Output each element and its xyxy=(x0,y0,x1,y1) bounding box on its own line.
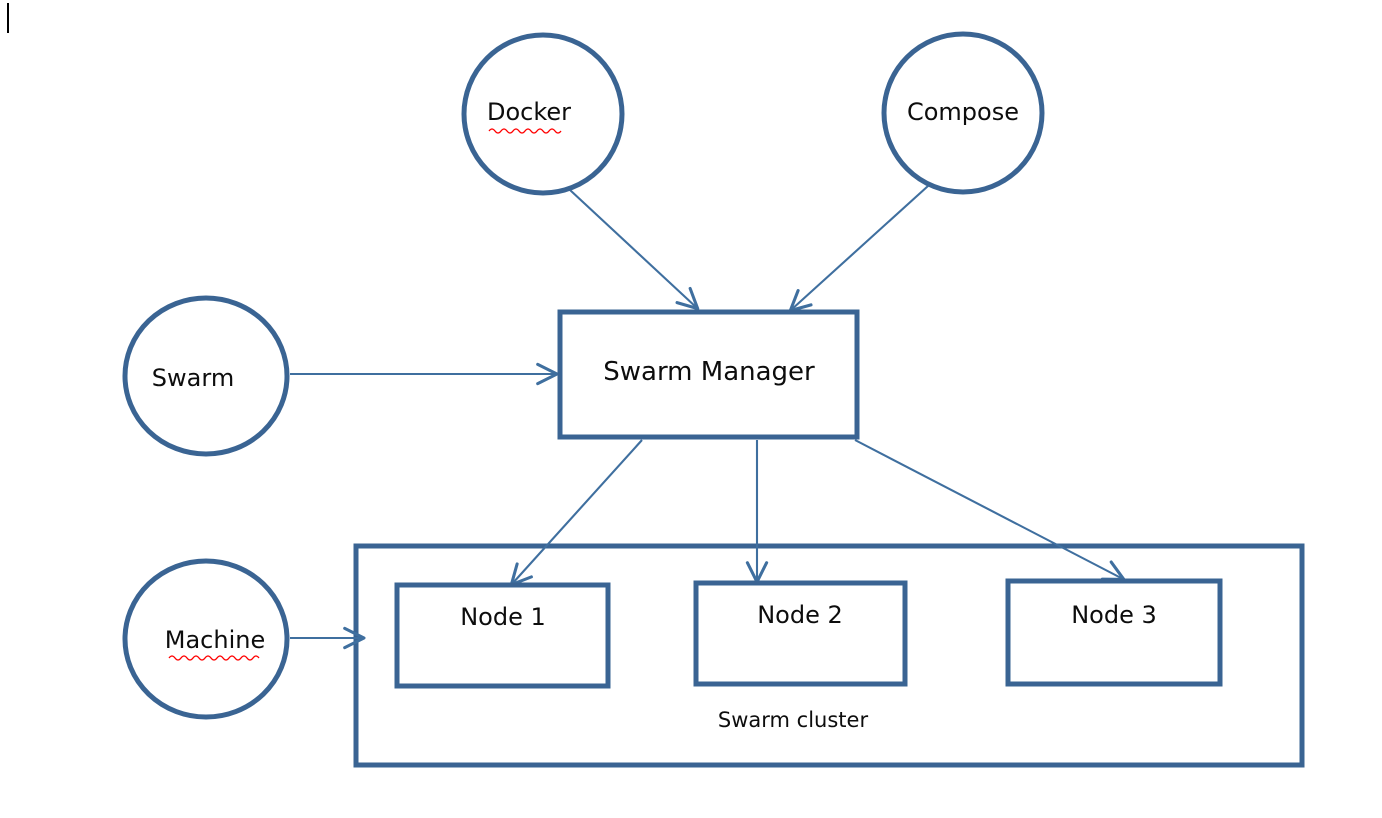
compose-circle-outline xyxy=(881,31,1045,195)
node-3-shape[interactable]: Node 3 xyxy=(1005,578,1223,687)
compose-label: Compose xyxy=(907,98,1019,126)
node-2-label: Node 2 xyxy=(757,601,843,629)
node-3-label: Node 3 xyxy=(1071,601,1157,629)
machine-spellcheck-underline xyxy=(168,655,260,661)
node-1-label: Node 1 xyxy=(460,603,546,631)
node-1-outline xyxy=(394,582,611,689)
node-1-shape[interactable]: Node 1 xyxy=(394,582,611,689)
node-3-outline xyxy=(1005,578,1223,687)
machine-circle-outline xyxy=(122,558,290,720)
machine-circle[interactable]: Machine xyxy=(122,558,290,720)
arrow-compose-to-swarm-manager[interactable] xyxy=(788,185,929,313)
swarm-cluster-label: Swarm cluster xyxy=(718,708,869,732)
compose-circle[interactable]: Compose xyxy=(881,31,1045,195)
docker-circle[interactable]: Docker xyxy=(461,32,625,196)
arrow-swarm-manager-to-node-3[interactable] xyxy=(854,439,1126,581)
swarm-manager-shape[interactable]: Swarm Manager xyxy=(557,309,860,440)
swarm-manager-label: Swarm Manager xyxy=(603,357,815,387)
swarm-circle[interactable]: Swarm xyxy=(122,295,290,457)
swarm-manager-outline xyxy=(557,309,860,440)
docker-spellcheck-underline xyxy=(488,128,562,134)
node-2-outline xyxy=(693,580,908,687)
arrow-swarm-manager-to-node-1[interactable] xyxy=(509,439,643,587)
swarm-label: Swarm xyxy=(152,364,234,392)
docker-circle-outline xyxy=(461,32,625,196)
text-cursor xyxy=(7,3,9,33)
node-2-shape[interactable]: Node 2 xyxy=(693,580,908,687)
arrow-docker-to-swarm-manager[interactable] xyxy=(569,189,700,311)
swarm-circle-outline xyxy=(122,295,290,457)
machine-label: Machine xyxy=(165,626,265,654)
arrow-group xyxy=(290,185,1126,650)
docker-label: Docker xyxy=(487,98,571,126)
